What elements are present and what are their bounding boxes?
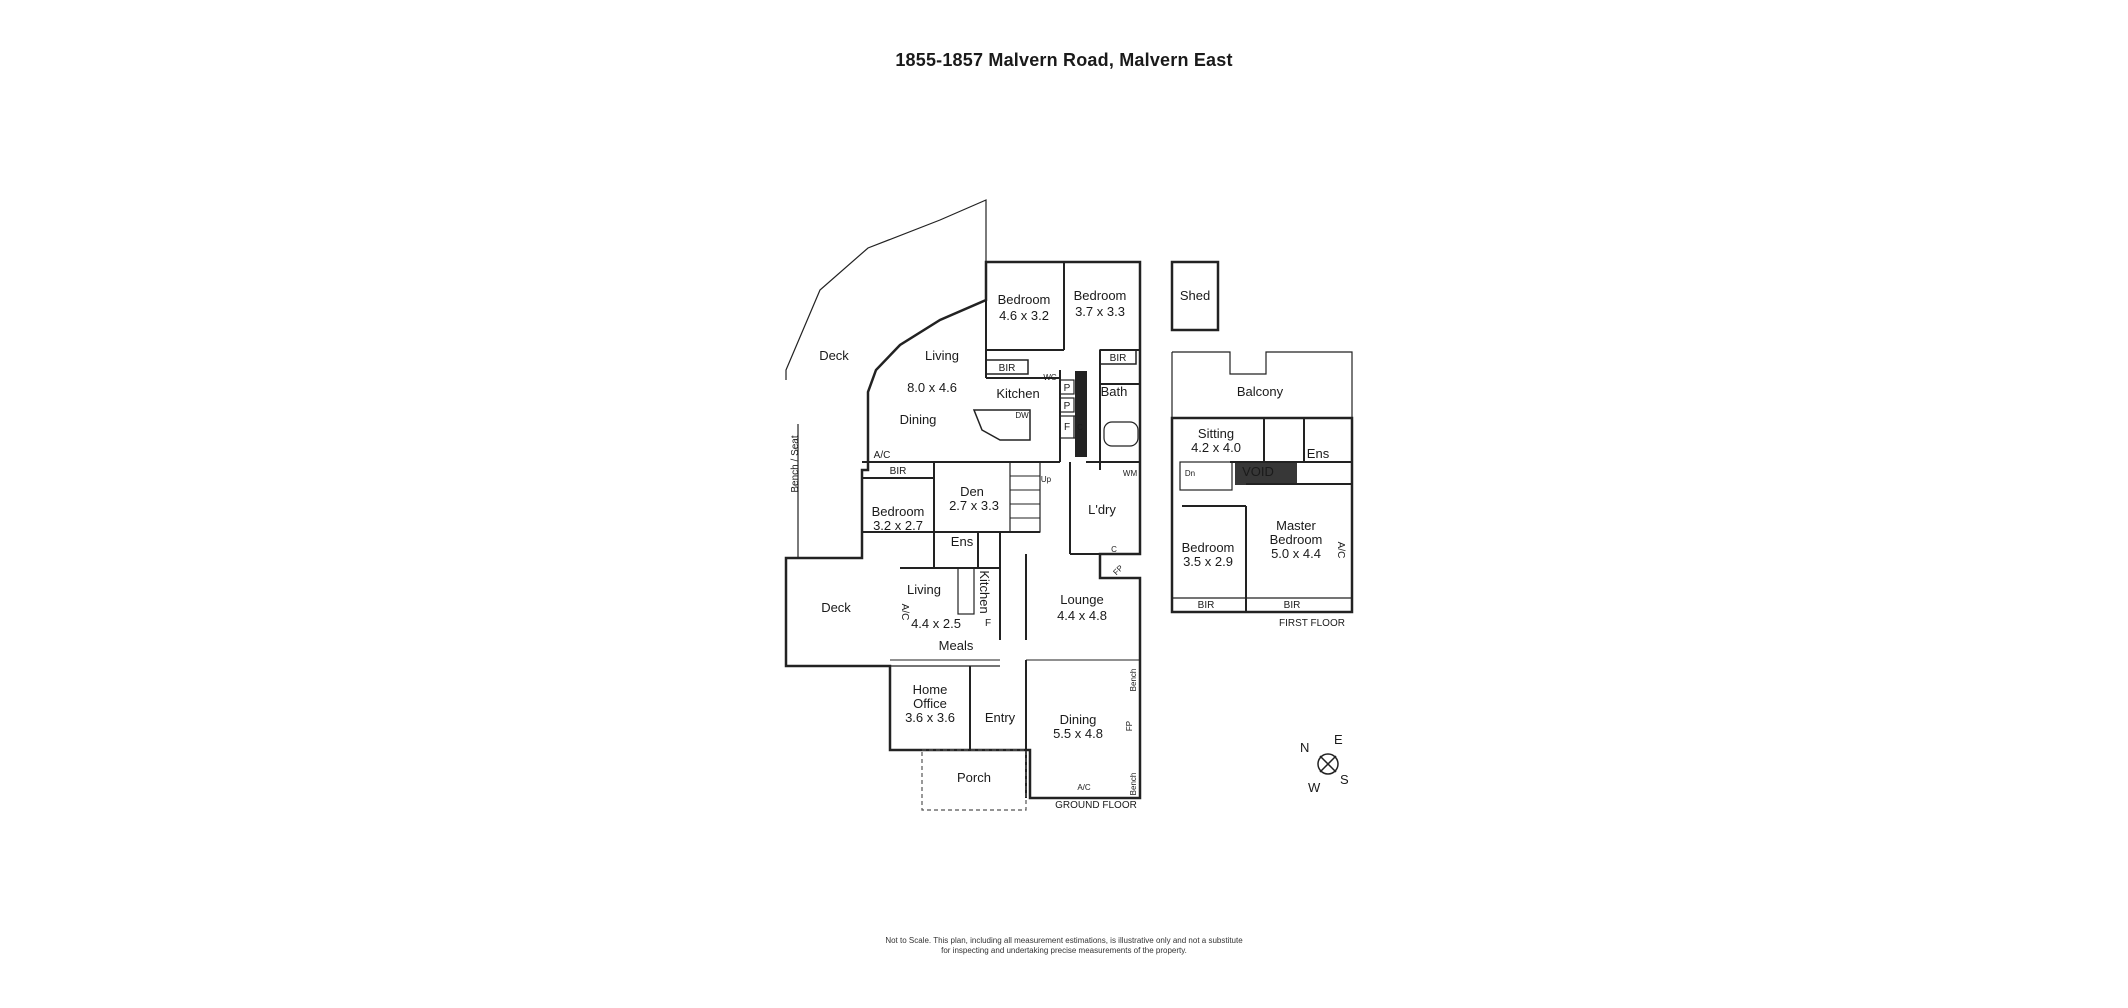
tag-bir-a: BIR (999, 363, 1016, 374)
room-bedroom-first: Bedroom (1182, 540, 1235, 555)
room-living-main-dims: 8.0 x 4.6 (907, 380, 957, 395)
room-dining-main: Dining (900, 412, 937, 427)
compass-s: S (1340, 772, 1349, 787)
tag-c1: C (1077, 423, 1083, 432)
tag-fp1: FP (1111, 563, 1125, 577)
tag-c2: C (1111, 545, 1117, 554)
compass-n: N (1300, 740, 1309, 755)
room-bedroom-3-dims: 3.2 x 2.7 (873, 518, 923, 533)
first-floor-walls (1170, 351, 1354, 614)
compass-e: E (1334, 732, 1343, 747)
first-floor-labels: Shed Balcony Sitting 4.2 x 4.0 Ens Dn VO… (1180, 288, 1346, 629)
room-master-2: Bedroom (1270, 532, 1323, 547)
tag-bir-first-2: BIR (1284, 600, 1301, 611)
tag-f1: F (1064, 422, 1070, 433)
tag-p2: P (1064, 401, 1071, 412)
ground-floor-walls (784, 199, 1142, 800)
ground-floor-label: GROUND FLOOR (1055, 800, 1137, 811)
tag-bench-seat: Bench / Seat (790, 435, 801, 492)
shed-outline (1170, 260, 1220, 332)
room-ens-first: Ens (1307, 446, 1330, 461)
tag-bir-first-1: BIR (1198, 600, 1215, 611)
tag-dn: Dn (1185, 469, 1195, 478)
room-bedroom-1: Bedroom (998, 292, 1051, 307)
room-dining-2: Dining (1060, 712, 1097, 727)
tag-up: Up (1041, 475, 1052, 484)
tag-p1: P (1064, 383, 1071, 394)
tag-wc: WC (1043, 373, 1057, 382)
room-lounge: Lounge (1060, 592, 1103, 607)
tag-bir-c: BIR (890, 466, 907, 477)
room-deck-top: Deck (819, 348, 849, 363)
plan-title: 1855-1857 Malvern Road, Malvern East (895, 50, 1233, 70)
room-master-1: Master (1276, 518, 1316, 533)
first-floor-label: FIRST FLOOR (1279, 618, 1345, 629)
room-home-office-2: Office (913, 696, 947, 711)
room-void: VOID (1242, 464, 1274, 479)
tag-kitchen-2: Kitchen (977, 570, 992, 613)
tag-ac2: A/C (899, 604, 910, 621)
disclaimer-line-1: Not to Scale. This plan, including all m… (885, 936, 1243, 945)
room-ens: Ens (951, 534, 974, 549)
compass-rose: N E S W (1300, 732, 1349, 795)
ground-floor-labels: Bedroom 4.6 x 3.2 Bedroom 3.7 x 3.3 Deck… (819, 288, 1137, 811)
room-porch: Porch (957, 770, 991, 785)
room-dining-2-dims: 5.5 x 4.8 (1053, 726, 1103, 741)
room-sitting: Sitting (1198, 426, 1234, 441)
room-shed: Shed (1180, 288, 1210, 303)
room-bedroom-3: Bedroom (872, 504, 925, 519)
compass-w: W (1308, 780, 1321, 795)
room-balcony: Balcony (1237, 384, 1284, 399)
tag-ac1: A/C (874, 450, 891, 461)
room-living-2-dims: 4.4 x 2.5 (911, 616, 961, 631)
room-lounge-dims: 4.4 x 4.8 (1057, 608, 1107, 623)
room-deck-bottom: Deck (821, 600, 851, 615)
tag-bir-b: BIR (1110, 353, 1127, 364)
disclaimer-line-2: for inspecting and undertaking precise m… (941, 946, 1187, 955)
room-master-dims: 5.0 x 4.4 (1271, 546, 1321, 561)
room-living-main: Living (925, 348, 959, 363)
porch-outline (921, 749, 1027, 811)
room-bedroom-1-dims: 4.6 x 3.2 (999, 308, 1049, 323)
room-bedroom-2: Bedroom (1074, 288, 1127, 303)
disclaimer: Not to Scale. This plan, including all m… (0, 936, 2128, 956)
room-den: Den (960, 484, 984, 499)
tag-fp2: FP (1125, 721, 1134, 731)
room-kitchen-main: Kitchen (996, 386, 1039, 401)
room-entry: Entry (985, 710, 1016, 725)
room-meals: Meals (939, 638, 974, 653)
room-den-dims: 2.7 x 3.3 (949, 498, 999, 513)
tag-f2: F (985, 618, 991, 629)
room-bedroom-first-dims: 3.5 x 2.9 (1183, 554, 1233, 569)
ground-floor-tags: BIR BIR WC P P F C DW A/C BIR Up WM C F … (790, 353, 1138, 795)
tag-bench-2: Bench (1129, 773, 1138, 796)
room-bedroom-2-dims: 3.7 x 3.3 (1075, 304, 1125, 319)
room-home-office-1: Home (913, 682, 948, 697)
tag-ac3: A/C (1077, 783, 1091, 792)
tag-bench-1: Bench (1129, 669, 1138, 692)
tag-ac-first: A/C (1335, 542, 1346, 559)
room-laundry: L'dry (1088, 502, 1116, 517)
tag-wm: WM (1123, 469, 1138, 478)
room-living-2: Living (907, 582, 941, 597)
room-sitting-dims: 4.2 x 4.0 (1191, 440, 1241, 455)
room-home-office-dims: 3.6 x 3.6 (905, 710, 955, 725)
room-bath: Bath (1101, 384, 1128, 399)
tag-dw: DW (1015, 411, 1029, 420)
